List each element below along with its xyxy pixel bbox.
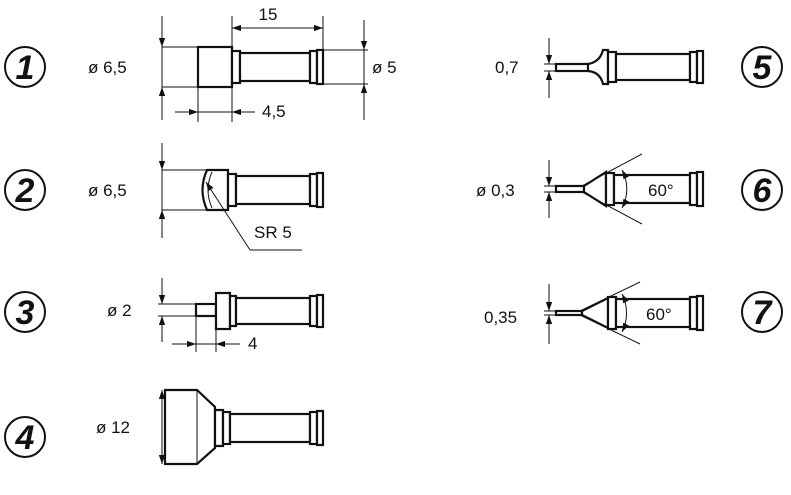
dim-label-diameter-3: ø 2	[107, 301, 132, 320]
svg-text:3: 3	[16, 294, 35, 332]
dim-label-head-length-1: 4,5	[262, 102, 286, 121]
probe-tip-7	[554, 281, 705, 345]
dimension-lines-3	[158, 278, 240, 352]
number-badge-2: 2	[4, 169, 46, 211]
number-badge-3: 3	[4, 291, 46, 333]
number-badge-6: 6	[741, 169, 783, 211]
item-6: 6 ø 0,3 60°	[476, 153, 783, 225]
dim-label-shaft-diameter-1: ø 5	[372, 58, 397, 77]
dimension-lines-7	[544, 284, 556, 344]
number-badge-4: 4	[4, 416, 46, 458]
svg-text:5: 5	[753, 49, 773, 87]
dim-label-length-3: 4	[248, 334, 257, 353]
dimension-lines-2	[158, 143, 302, 251]
item-7: 7 0,35 60°	[484, 281, 783, 345]
probe-tip-2	[201, 168, 325, 212]
item-3: 3 ø 2 4	[4, 278, 325, 353]
number-badge-1: 1	[4, 46, 46, 88]
svg-text:7: 7	[753, 294, 774, 332]
dimension-lines-1	[158, 16, 368, 122]
probe-tip-6	[554, 153, 705, 225]
number-badge-7: 7	[741, 291, 783, 333]
probe-tip-3	[194, 291, 325, 331]
probe-tip-5	[554, 48, 705, 86]
svg-text:6: 6	[753, 172, 773, 210]
item-4: 4 ø 12	[4, 388, 325, 466]
dimension-lines-6	[544, 160, 556, 218]
dim-label-length-1: 15	[259, 5, 278, 24]
dim-label-diameter-6: ø 0,3	[476, 181, 515, 200]
probe-tip-1	[196, 45, 325, 89]
item-1: 1 ø 6,5	[4, 5, 397, 122]
svg-text:1: 1	[16, 49, 35, 87]
dim-label-radius-2: SR 5	[254, 223, 292, 242]
dim-label-angle-7: 60°	[646, 305, 672, 324]
dim-label-angle-6: 60°	[648, 181, 674, 200]
item-5: 5 0,7	[495, 38, 783, 98]
item-2: 2 ø 6,5 SR 5	[4, 143, 325, 251]
number-badge-5: 5	[741, 46, 783, 88]
dim-label-thickness-7: 0,35	[484, 308, 517, 327]
probe-tip-4	[163, 388, 325, 466]
svg-text:2: 2	[15, 172, 35, 210]
dim-label-diameter-1: ø 6,5	[88, 58, 127, 77]
dim-label-diameter-4: ø 12	[96, 418, 130, 437]
dimension-lines-5	[544, 38, 556, 98]
dim-label-diameter-2: ø 6,5	[88, 181, 127, 200]
svg-text:4: 4	[15, 419, 35, 457]
dim-label-thickness-5: 0,7	[495, 58, 519, 77]
